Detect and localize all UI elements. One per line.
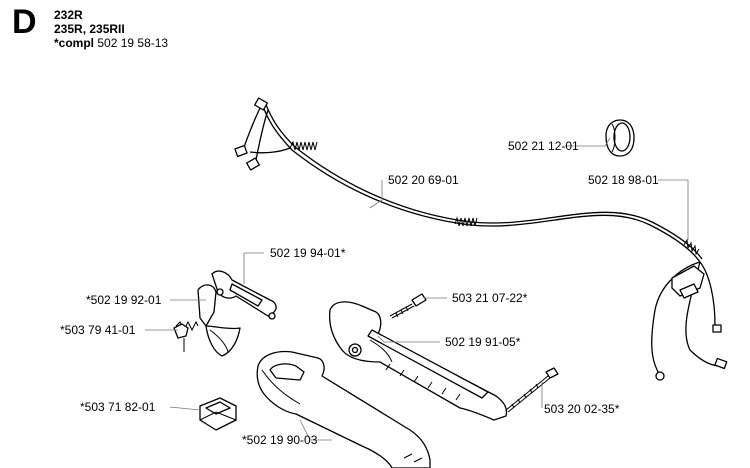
diagram-header: D 232R 235R, 235RII *compl 502 19 58-13 (0, 0, 300, 60)
throttle-trigger-drawing (173, 270, 277, 357)
label-handle-screw: 503 21 07-22* (452, 291, 528, 305)
section-letter: D (12, 3, 37, 41)
bushing-drawing (605, 119, 635, 157)
handle-lower-drawing (256, 350, 431, 468)
compl-prefix: *compl (54, 36, 95, 50)
screw-long-drawing (505, 367, 559, 413)
stop-switch-drawing (199, 397, 237, 431)
label-handle-upper: 502 19 91-05* (445, 335, 521, 349)
label-throttle-lockout: *502 19 92-01 (86, 293, 162, 307)
model-line-2: 235R, 235RII (54, 22, 125, 36)
compl-line: *compl 502 19 58-13 (54, 36, 168, 50)
screw-short-drawing (389, 293, 427, 319)
label-throttle-trigger: 502 19 94-01* (270, 246, 346, 260)
leader-lines (145, 137, 689, 441)
label-trigger-spring: *503 79 41-01 (60, 323, 136, 337)
label-handle-lower: *502 19 90-03 (242, 433, 318, 447)
compl-number: 502 19 58-13 (97, 36, 169, 50)
throttle-cable-drawing (234, 97, 728, 381)
handle-upper-drawing (328, 301, 508, 421)
label-bushing: 502 21 12-01 (508, 139, 579, 153)
label-throttle-cable: 502 20 69-01 (388, 173, 459, 187)
model-line-1: 232R (54, 8, 83, 22)
label-stop-switch: *503 71 82-01 (80, 400, 156, 414)
label-stop-switch-wire: 502 18 98-01 (588, 173, 659, 187)
label-handle-screw-long: 503 20 02-35* (544, 402, 620, 416)
